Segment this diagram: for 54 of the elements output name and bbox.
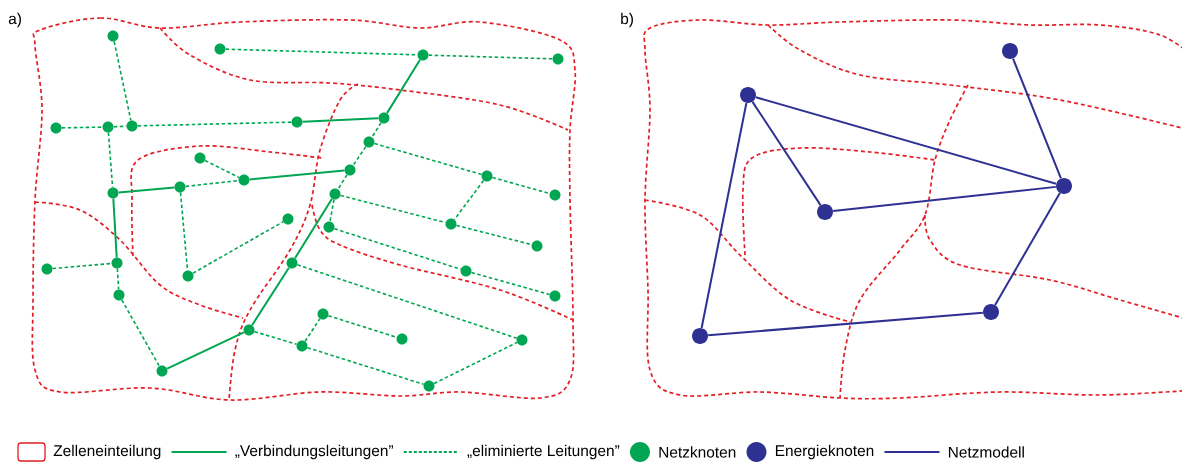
connection-line <box>455 224 533 246</box>
connection-line <box>51 262 113 270</box>
connection-line <box>248 169 346 181</box>
connection-line <box>333 227 462 271</box>
connection-line <box>136 121 293 127</box>
legend-text: Netzknoten <box>659 446 736 458</box>
connection-line <box>751 100 822 207</box>
connection-line <box>352 145 367 167</box>
connection-line <box>329 198 335 223</box>
legend-text: „eliminierte Leitungen” <box>467 444 620 460</box>
connection-line <box>301 117 380 123</box>
connection-line <box>832 185 1057 213</box>
connection-line <box>373 142 483 176</box>
energy-node-dot <box>817 204 833 220</box>
connection-line <box>1012 57 1062 180</box>
connection-line <box>204 159 240 179</box>
connection-line <box>294 197 333 260</box>
connection-line <box>433 341 518 385</box>
connection-line <box>60 126 104 129</box>
energy-node-dot <box>1056 178 1072 194</box>
connection-line <box>116 267 120 291</box>
legend-text: Zelleneinteilung <box>53 444 161 460</box>
energy-node-dot <box>983 304 999 320</box>
connection-line <box>707 311 984 337</box>
connection-line <box>121 299 160 367</box>
connection-line <box>994 192 1061 306</box>
connection-line <box>117 186 176 194</box>
connection-line <box>306 346 425 386</box>
connection-line <box>304 317 321 343</box>
connection-line <box>491 176 551 195</box>
connection-line <box>184 179 240 188</box>
panel-label: a) <box>8 12 21 28</box>
connection-line <box>470 271 551 296</box>
connection-line <box>112 197 118 259</box>
legend-text: Netzmodell <box>948 446 1024 458</box>
connection-line <box>192 221 284 274</box>
connection-line <box>371 122 382 138</box>
connection-line <box>427 54 554 60</box>
legend-text: „Verbindungsleitungen” <box>235 444 393 460</box>
connection-line <box>113 40 132 122</box>
energy-node-dot <box>1002 43 1018 59</box>
connection-line <box>253 330 298 346</box>
energy-node-dot <box>692 328 708 344</box>
connection-line <box>251 266 290 327</box>
panel-label: b) <box>621 12 633 28</box>
connection-line <box>386 58 421 115</box>
connection-line <box>754 96 1058 185</box>
connection-line <box>700 102 748 329</box>
connection-line <box>337 174 348 190</box>
connection-line <box>327 314 398 339</box>
connection-line <box>296 264 518 339</box>
connection-line <box>166 331 245 370</box>
legend-text: Energieknoten <box>775 444 874 460</box>
energy-node-dot <box>740 87 756 103</box>
